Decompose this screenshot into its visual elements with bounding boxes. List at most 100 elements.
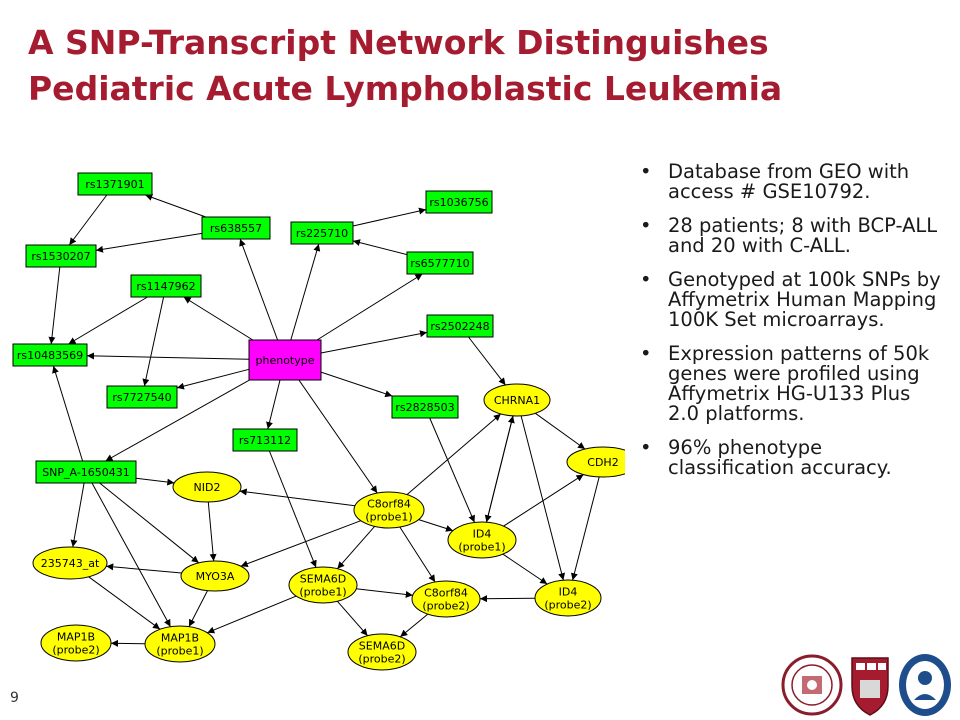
node-phenotype: phenotype [248, 339, 322, 381]
slide-title: A SNP-Transcript Network Distinguishes P… [28, 20, 928, 112]
edge-MYO3A-to-MAP1B_p1 [188, 590, 208, 627]
node-label: rs10483569 [17, 349, 83, 362]
edge-rs2828503-to-ID4_p1 [429, 417, 475, 523]
edge-235743_at-to-MAP1B_p1 [88, 576, 161, 630]
edge-phenotype-to-rs2502248 [320, 330, 428, 354]
node-ID4_p2: ID4(probe2) [534, 579, 602, 617]
node-label: NID2 [194, 481, 221, 494]
node-CDH2: CDH2 [566, 446, 625, 478]
node-label: rs638557 [210, 222, 262, 235]
node-label: (probe2) [358, 653, 405, 666]
node-shape [391, 395, 459, 419]
node-shape [447, 521, 517, 559]
bullet-item: Database from GEO with access # GSE10792… [640, 162, 945, 202]
edge-C8orf84_p1-to-MYO3A [240, 520, 361, 567]
node-shape [35, 460, 137, 484]
node-C8orf84_p2: C8orf84(probe2) [411, 580, 481, 618]
edge-NID2-to-MYO3A [207, 501, 217, 562]
edge-rs225710-to-rs1036756 [352, 207, 427, 227]
bullet-item: 28 patients; 8 with BCP-ALL and 20 with … [640, 216, 945, 256]
node-rs2828503: rs2828503 [391, 395, 459, 419]
edge-CDH2-to-ID4_p2 [570, 476, 600, 581]
node-label: MAP1B [161, 632, 199, 645]
node-shape [566, 446, 625, 478]
edge-SNP_A-1650431-to-NID2 [135, 477, 175, 486]
node-shape [288, 566, 358, 604]
edge-C8orf84_p1-to-C8orf84_p2 [399, 526, 436, 583]
edge-rs713112-to-SEMA6D_p1 [268, 450, 317, 568]
node-MAP1B_p2: MAP1B(probe2) [40, 624, 112, 662]
node-label: MAP1B [57, 631, 95, 644]
edge-CHRNA1-to-ID4_p2 [520, 415, 566, 581]
edge-phenotype-to-rs1147962 [183, 296, 254, 341]
node-label: (probe2) [544, 599, 591, 612]
node-label: C8orf84 [424, 587, 468, 600]
mit-seal-icon [781, 654, 843, 716]
node-shape [411, 580, 481, 618]
node-rs6577710: rs6577710 [406, 251, 474, 275]
node-shape [406, 251, 474, 275]
node-label: rs2828503 [395, 401, 454, 414]
edge-SNP_A-1650431-to-rs10483569 [52, 365, 84, 462]
edge-CHRNA1-to-CDH2 [535, 412, 586, 450]
edge-rs638557-to-rs1530207 [95, 232, 203, 253]
edge-phenotype-to-rs225710 [290, 243, 321, 341]
node-rs225710: rs225710 [290, 221, 354, 245]
node-shape [144, 625, 216, 663]
node-label: (probe1) [365, 511, 412, 524]
node-CHRNA1: CHRNA1 [483, 383, 551, 417]
edge-phenotype-to-rs7727540 [176, 368, 250, 390]
edge-SEMA6D_p1-to-SEMA6D_p2 [337, 600, 368, 637]
node-235743_at: 235743_at [32, 546, 108, 580]
institution-logos [781, 654, 951, 716]
node-shape [425, 190, 493, 214]
node-shape [130, 274, 202, 298]
node-rs1147962: rs1147962 [130, 274, 202, 298]
node-rs10483569: rs10483569 [12, 343, 88, 367]
edge-phenotype-to-rs6577710 [316, 273, 423, 341]
node-rs638557: rs638557 [201, 216, 271, 240]
node-label: (probe2) [422, 600, 469, 613]
node-shape [201, 216, 271, 240]
node-rs1036756: rs1036756 [425, 190, 493, 214]
node-MAP1B_p1: MAP1B(probe1) [144, 625, 216, 663]
node-label: 235743_at [41, 557, 100, 570]
node-shape [232, 428, 298, 452]
node-shape [180, 560, 250, 592]
node-shape [426, 314, 494, 338]
node-label: rs1371901 [85, 178, 144, 191]
hospital-seal-icon [899, 654, 951, 716]
node-label: rs7727540 [112, 391, 171, 404]
node-shape [12, 343, 88, 367]
edge-SEMA6D_p1-to-C8orf84_p2 [356, 588, 413, 598]
node-label: rs1036756 [429, 196, 488, 209]
node-ID4_p1: ID4(probe1) [447, 521, 517, 559]
node-label: phenotype [256, 354, 315, 367]
bullet-item: 96% phenotype classification accuracy. [640, 438, 945, 478]
node-MYO3A: MYO3A [180, 560, 250, 592]
node-label: (probe1) [458, 541, 505, 554]
snp-transcript-network: rs1371901rs638557rs1530207rs225710rs1036… [12, 172, 625, 671]
node-shape [77, 172, 153, 196]
node-label: rs225710 [296, 227, 348, 240]
edge-SEMA6D_p1-to-MAP1B_p1 [207, 595, 297, 634]
node-shape [40, 624, 112, 662]
node-shape [483, 383, 551, 417]
edge-C8orf84_p1-to-CHRNA1 [406, 413, 502, 495]
edge-rs1147962-to-rs7727540 [142, 296, 165, 387]
node-label: CHRNA1 [494, 394, 540, 407]
bullet-item: Expression patterns of 50k genes were pr… [640, 344, 945, 424]
node-label: rs6577710 [410, 257, 469, 270]
edge-phenotype-to-SNP_A-1650431 [105, 379, 250, 462]
node-label: SNP_A-1650431 [42, 466, 130, 479]
node-NID2: NID2 [172, 471, 242, 503]
edge-rs1147962-to-rs10483569 [68, 296, 148, 345]
node-shape [347, 633, 417, 671]
node-label: ID4 [473, 528, 492, 541]
edge-ID4_p1-to-ID4_p2 [502, 553, 548, 585]
node-SEMA6D_p2: SEMA6D(probe2) [347, 633, 417, 671]
edge-phenotype-to-rs2828503 [320, 371, 393, 398]
edge-MYO3A-to-235743_at [106, 563, 182, 574]
node-rs2502248: rs2502248 [426, 314, 494, 338]
node-shape [106, 385, 178, 409]
